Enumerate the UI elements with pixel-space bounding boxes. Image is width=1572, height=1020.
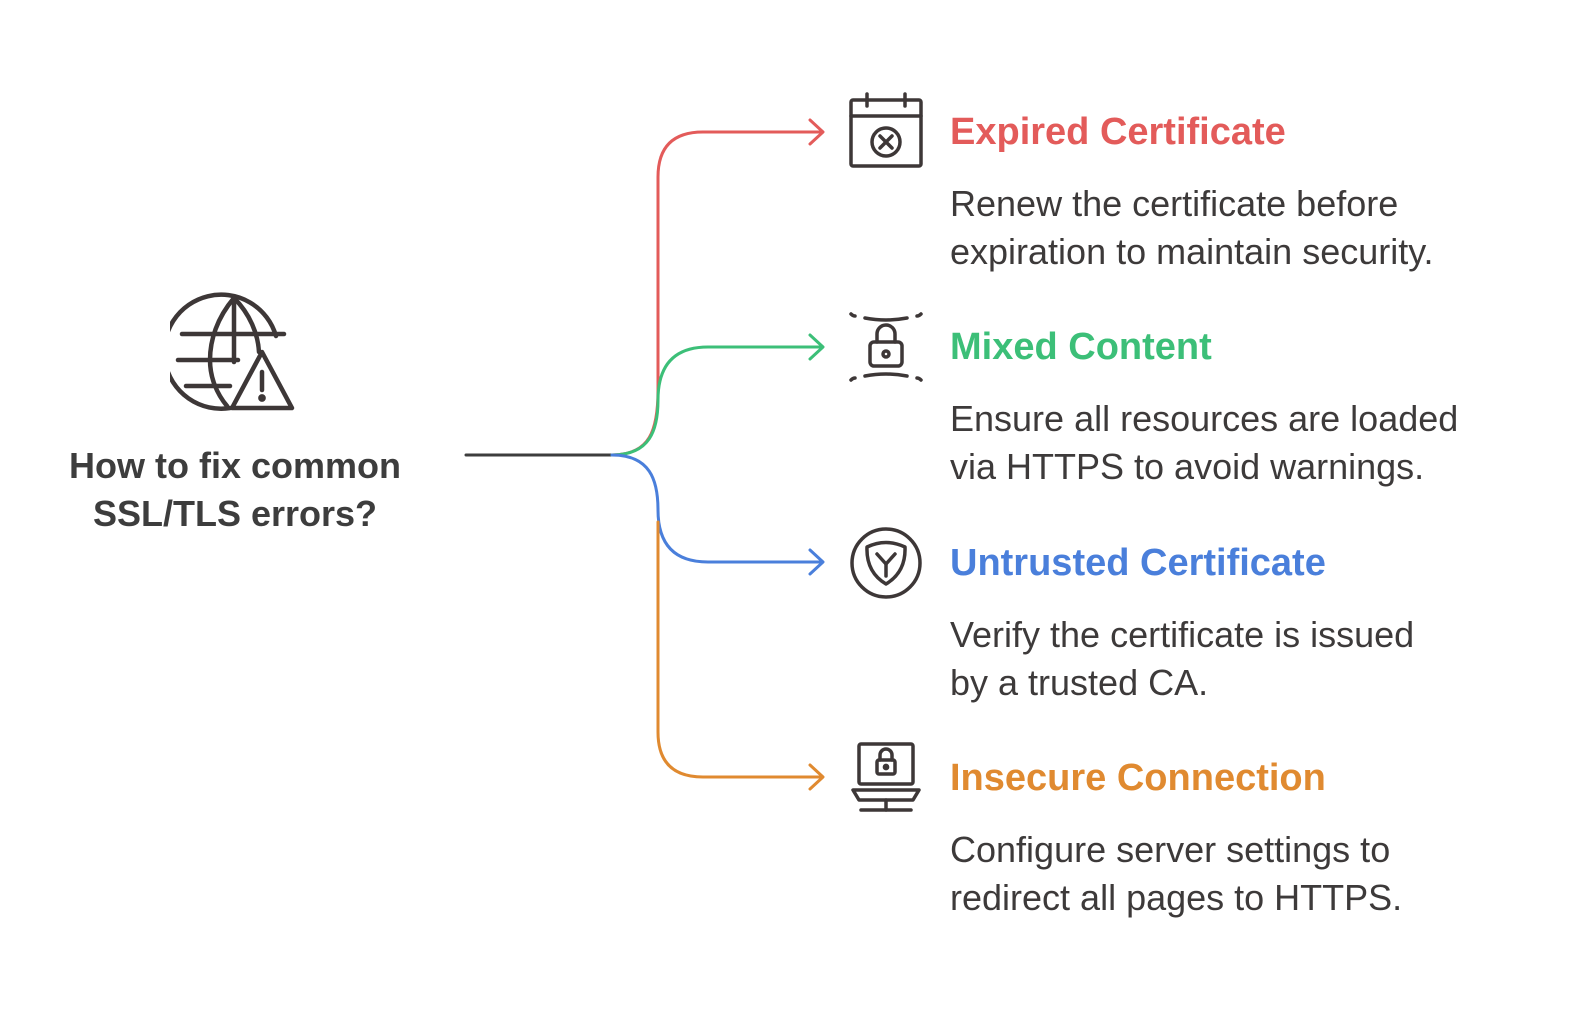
branch-arrowhead-2 bbox=[808, 333, 825, 361]
branch-connector-2 bbox=[610, 345, 824, 457]
root-title: How to fix common SSL/TLS errors? bbox=[69, 445, 401, 534]
branch-arrowhead-4 bbox=[808, 763, 825, 791]
branch-connector-4 bbox=[656, 520, 824, 779]
branch-arrowhead-1 bbox=[808, 118, 825, 146]
branch-description: Configure server settings to redirect al… bbox=[950, 829, 1403, 918]
branch-connector-3 bbox=[610, 453, 824, 564]
branch-arrowhead-3 bbox=[808, 548, 825, 576]
branch-title: Expired Certificate bbox=[950, 111, 1286, 153]
branch-description: Verify the certificate is issued by a tr… bbox=[950, 614, 1415, 703]
branch-untrusted-certificate: Untrusted Certificate Verify the certifi… bbox=[950, 541, 1550, 707]
branch-mixed-content: Mixed Content Ensure all resources are l… bbox=[950, 325, 1550, 491]
shield-badge-icon bbox=[850, 527, 922, 599]
branch-title: Insecure Connection bbox=[950, 757, 1326, 799]
monitor-lock-icon bbox=[851, 742, 921, 812]
padlock-icon bbox=[849, 312, 923, 382]
root-node: How to fix common SSL/TLS errors? bbox=[20, 290, 450, 538]
branch-title: Untrusted Certificate bbox=[950, 542, 1326, 584]
branch-description: Renew the certificate before expiration … bbox=[950, 183, 1434, 272]
branch-expired-certificate: Expired Certificate Renew the certificat… bbox=[950, 110, 1550, 276]
branch-connector-1 bbox=[610, 130, 824, 457]
globe-warning-icon bbox=[170, 292, 295, 411]
calendar-x-icon bbox=[849, 92, 923, 168]
branch-insecure-connection: Insecure Connection Configure server set… bbox=[950, 756, 1550, 922]
branch-title: Mixed Content bbox=[950, 326, 1212, 368]
branch-description: Ensure all resources are loaded via HTTP… bbox=[950, 398, 1459, 487]
